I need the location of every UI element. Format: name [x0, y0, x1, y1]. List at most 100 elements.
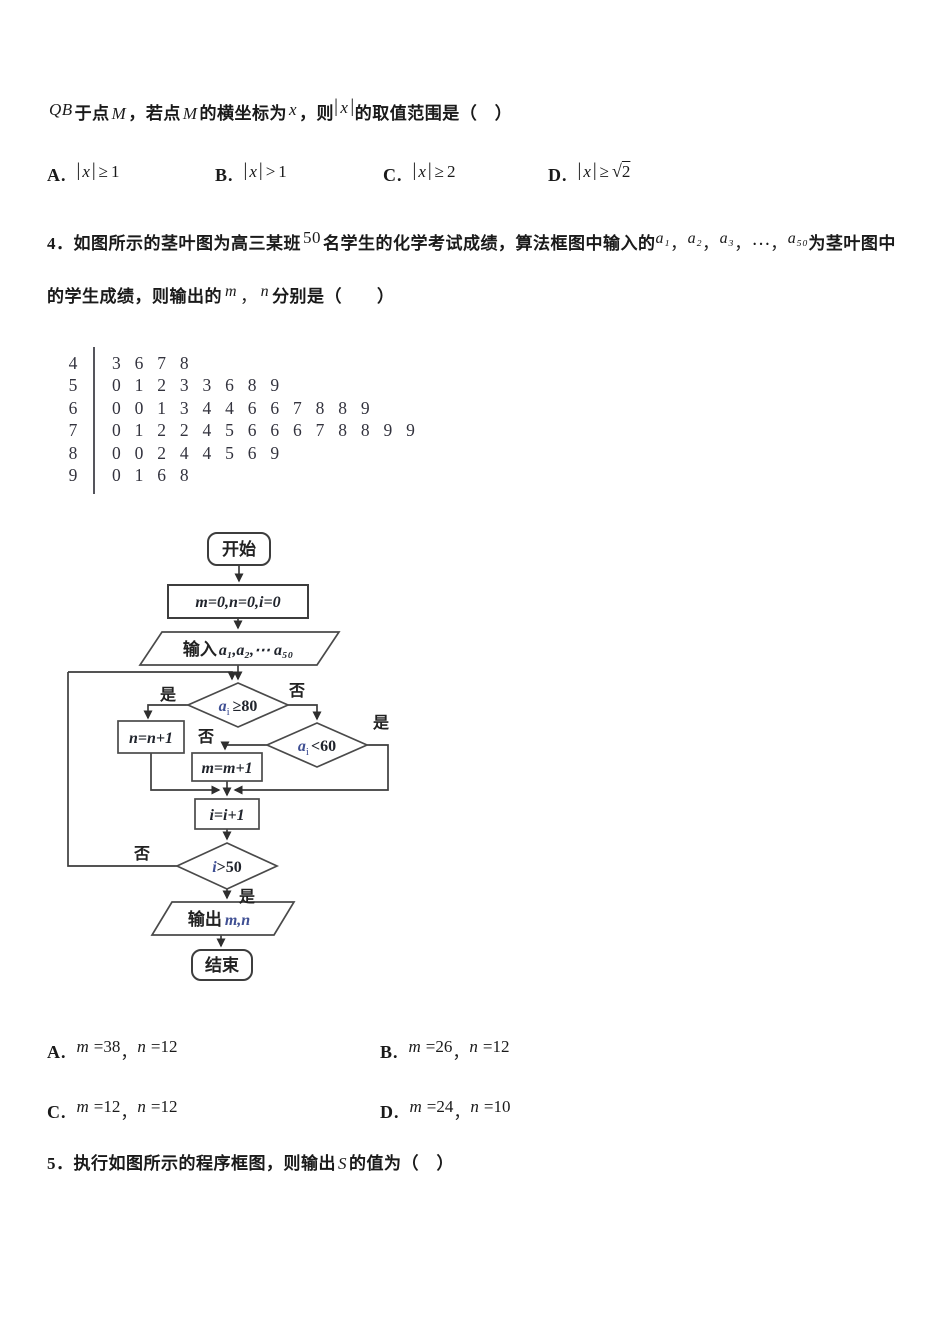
math-var-x: x [583, 162, 591, 181]
stem-value: 9 [68, 465, 78, 486]
stem-text: 名学生的化学考试成绩，算法框图中输入的 [323, 234, 656, 253]
math-var-n: n [137, 1037, 146, 1056]
decision-ai-ge-80 [185, 682, 291, 728]
math-var-m: m [225, 283, 238, 300]
leaf-values: 0 0 2 4 4 5 6 9 [112, 442, 280, 463]
comma: ， [120, 1103, 138, 1122]
option-label: D. [380, 1102, 400, 1122]
stemleaf-row-90s: 9 0 1 6 8 [60, 465, 415, 488]
decision-i-gt-50 [174, 842, 280, 890]
m-value: m=12 [77, 1097, 121, 1116]
d3-yes-label: 是 [238, 888, 255, 906]
abs-bar: | [350, 96, 355, 117]
i-increment-box [194, 798, 260, 830]
stem-value: 5 [68, 375, 78, 396]
d1-relation: ≥80 [233, 698, 258, 715]
n-increment-statement: n=n+1 [129, 730, 173, 747]
abs-bar: | [577, 160, 582, 181]
stem-text: 分别是（ ） [272, 287, 395, 306]
stem-value: 4 [68, 352, 78, 373]
leaf-values: 0 1 2 3 3 6 8 9 [112, 375, 280, 396]
d1-subscript: i [227, 706, 230, 718]
math-var-n: n [469, 1037, 478, 1056]
q3-option-a: A. |x|≥1 [47, 160, 120, 187]
math-var-n: n [137, 1097, 146, 1116]
n-value: n=12 [469, 1037, 509, 1056]
value: 2 [621, 162, 631, 181]
relation-symbol: ≥ [98, 162, 109, 181]
stem-text: ，则 [299, 104, 335, 123]
comma: ， [453, 1103, 471, 1122]
flowchart-start-label: 开始 [222, 539, 256, 559]
option-label: A. [47, 165, 67, 185]
comma: ， [770, 234, 788, 253]
input-variables: a₁,a₂,⋯ a₅₀ [219, 642, 293, 659]
d2-no-branch [220, 741, 267, 751]
math-var-n: n [260, 283, 270, 300]
math-var-a2: a₂ [687, 230, 703, 247]
input-parallelogram [138, 631, 341, 666]
sqrt-symbol: √ [612, 161, 622, 181]
q4-option-d: D.m=24，n=10 [380, 1097, 511, 1123]
d3-condition: i>50 [212, 859, 242, 876]
math-var-m: m [76, 1097, 89, 1116]
d3-var: i [212, 859, 217, 876]
stemleaf-row-50s: 5 0 1 2 3 3 6 8 9 [60, 375, 415, 398]
d2-condition: ai<60 [298, 738, 336, 758]
init-process-box [167, 584, 309, 619]
value: =24 [426, 1097, 454, 1116]
option-label: B. [215, 165, 234, 185]
abs-bar: | [412, 160, 417, 181]
q4-option-b: B.m=26，n=12 [380, 1037, 509, 1063]
abs-bar: | [334, 96, 339, 117]
value: =10 [483, 1097, 511, 1116]
m-value: m=26 [409, 1037, 453, 1056]
loop-return-line [68, 671, 237, 681]
value: 2 [447, 162, 456, 181]
stem-value: 8 [68, 442, 78, 463]
math-var-a3: a₃ [719, 230, 735, 247]
nbox-to-merge [150, 753, 221, 795]
output-parallelogram [150, 901, 296, 936]
option-label: B. [380, 1042, 399, 1062]
option-expression: |x|>1 [243, 160, 287, 181]
math-var-qb: QB [49, 100, 73, 119]
math-var-m: M [182, 104, 198, 123]
leaf-values: 0 1 2 2 4 5 6 6 6 7 8 8 9 9 [112, 420, 415, 441]
stem-text: 的横坐标为 [199, 104, 288, 123]
math-var-m: m [76, 1037, 89, 1056]
stem-text: 的值为（ ） [349, 1154, 454, 1173]
m-value: m=38 [77, 1037, 121, 1056]
d1-var: a [219, 698, 227, 715]
relation-symbol: ≥ [434, 162, 445, 181]
abs-x-expression: |x| [334, 96, 355, 117]
d2-var: a [298, 738, 306, 755]
stem-text: 的学生成绩，则输出的 [47, 287, 222, 306]
leaf-values: 0 1 6 8 [112, 465, 189, 486]
leaf-values: 0 0 1 3 4 4 6 6 7 8 8 9 [112, 397, 370, 418]
d3-relation: >50 [217, 859, 242, 876]
d3-no-label: 否 [133, 845, 150, 863]
stemleaf-divider [93, 347, 95, 494]
abs-bar: | [243, 160, 248, 181]
math-var-n: n [470, 1097, 479, 1116]
n-increment-box [117, 720, 185, 754]
d2-no-label: 否 [197, 728, 214, 746]
abs-bar: | [427, 160, 432, 181]
math-var-m: M [111, 104, 127, 123]
math-var-x: x [340, 98, 349, 117]
d2-yes-branch [233, 744, 389, 795]
math-var-a1: a₁ [655, 230, 671, 247]
option-expression: |x|≥√2 [577, 160, 631, 181]
stem-text: 5．执行如图所示的程序框图，则输出 [47, 1154, 336, 1173]
value: =12 [93, 1097, 121, 1116]
option-expression: |x|≥1 [77, 160, 120, 181]
start-terminator [207, 532, 271, 566]
value: =12 [482, 1037, 510, 1056]
output-variables: m,n [225, 912, 250, 929]
value: =38 [93, 1037, 121, 1056]
